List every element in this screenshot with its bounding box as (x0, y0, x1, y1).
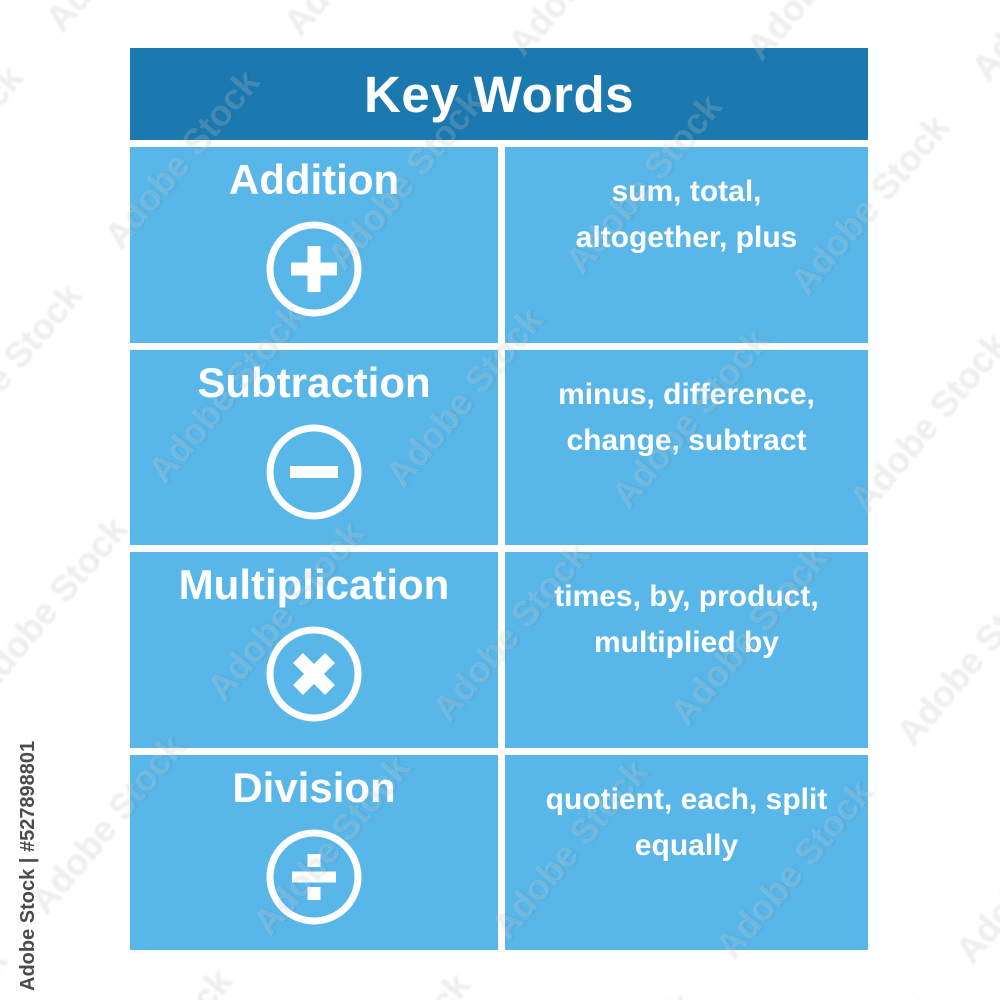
operation-cell-addition: Addition (130, 147, 498, 343)
operation-cell-subtraction: Subtraction (130, 349, 498, 545)
keywords-cell-division: quotient, each, split equally (505, 754, 868, 950)
minus-circle-icon (266, 424, 362, 519)
operation-label: Addition (228, 156, 400, 203)
operation-label: Multiplication (178, 561, 450, 608)
keywords-line: quotient, each, split (545, 782, 828, 816)
operation-label: Division (232, 763, 396, 811)
keywords-cell-multiplication: times, by, product, multiplied by (505, 552, 868, 748)
operation-cell-multiplication: Multiplication (130, 552, 498, 748)
keywords-line: times, by, product, (554, 580, 819, 613)
keywords-line: sum, total, (611, 175, 762, 208)
keywords-line: change, subtract (566, 423, 807, 457)
table-title: Key Words (130, 48, 868, 140)
keywords-line: altogether, plus (575, 221, 798, 254)
keywords-cell-addition: sum, total, altogether, plus (505, 147, 868, 343)
operation-cell-division: Division (130, 754, 498, 950)
keywords-line: minus, difference, (558, 377, 815, 411)
keywords-line: equally (634, 828, 739, 862)
divide-circle-icon (266, 829, 362, 924)
keywords-line: multiplied by (593, 626, 779, 659)
stock-credit-label: Adobe Stock | #527898801 (17, 740, 39, 991)
keywords-table: Key Words Addition sum, total, altogethe… (130, 48, 868, 950)
keywords-cell-subtraction: minus, difference, change, subtract (505, 349, 868, 545)
multiply-circle-icon (266, 626, 362, 722)
table-title-label: Key Words (364, 65, 634, 123)
plus-circle-icon (266, 221, 362, 317)
operation-label: Subtraction (197, 358, 431, 406)
